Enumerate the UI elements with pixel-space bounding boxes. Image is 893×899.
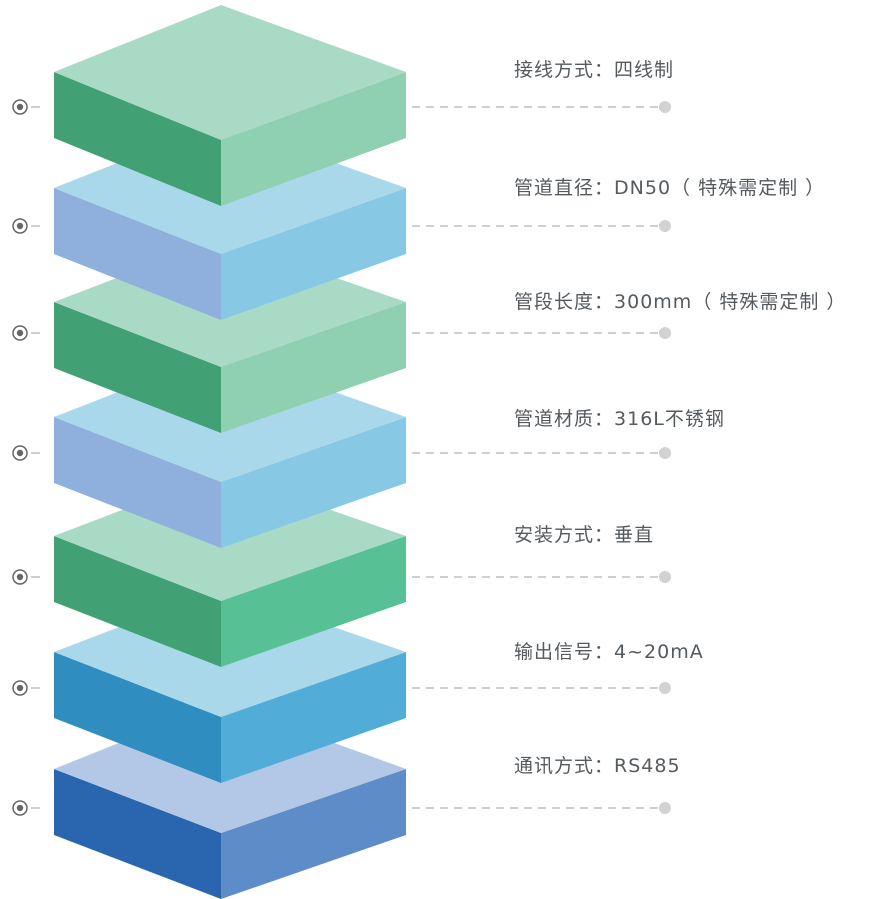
spec-value: 4~20mA	[614, 641, 704, 663]
spec-value: 四线制	[614, 59, 675, 81]
spec-value: 316L不锈钢	[614, 408, 725, 430]
spec-key: 通讯方式	[514, 755, 595, 777]
layer-left-face	[54, 72, 221, 206]
spec-value: 300mm（ 特殊需定制 ）	[614, 291, 847, 313]
spec-row-5	[12, 569, 671, 585]
spec-value: DN50（ 特殊需定制 ）	[614, 177, 826, 199]
target-icon	[12, 680, 28, 696]
spec-key: 接线方式	[514, 59, 595, 81]
spec-row-2	[12, 218, 671, 234]
target-icon	[12, 218, 28, 234]
connector-end-dot	[659, 682, 671, 694]
spec-separator: ：	[594, 524, 615, 546]
layer-left-face	[54, 302, 221, 433]
layer-top-face	[54, 5, 406, 140]
spec-row-6	[12, 680, 671, 696]
spec-value: RS485	[614, 755, 681, 777]
layer-left-face	[54, 769, 221, 899]
layer-left-face	[54, 652, 221, 783]
spec-row-1	[12, 99, 671, 115]
spec-separator: ：	[594, 291, 615, 313]
spec-key: 输出信号	[514, 641, 595, 663]
layer-left-face	[54, 536, 221, 667]
layer-right-face	[221, 302, 406, 433]
layer-right-face	[221, 769, 406, 899]
spec-row-3	[12, 325, 671, 341]
spec-separator: ：	[594, 641, 615, 663]
spec-label: 管道直径：DN50（ 特殊需定制 ）	[514, 176, 825, 200]
layer-left-face	[54, 188, 221, 320]
spec-label: 通讯方式：RS485	[514, 754, 681, 778]
spec-label: 管段长度：300mm（ 特殊需定制 ）	[514, 290, 846, 314]
layer-right-face	[221, 536, 406, 667]
spec-key: 管道直径	[514, 177, 595, 199]
spec-label: 安装方式：垂直	[514, 523, 654, 547]
spec-label: 管道材质：316L不锈钢	[514, 407, 725, 431]
spec-separator: ：	[594, 59, 615, 81]
target-icon	[12, 569, 28, 585]
target-icon	[12, 445, 28, 461]
layer-right-face	[221, 188, 406, 320]
connector-end-dot	[659, 447, 671, 459]
layer-1	[54, 5, 406, 206]
connector-end-dot	[659, 802, 671, 814]
connector-end-dot	[659, 327, 671, 339]
spec-key: 安装方式	[514, 524, 595, 546]
spec-row-7	[12, 800, 671, 816]
layer-right-face	[221, 72, 406, 206]
spec-label: 输出信号：4~20mA	[514, 640, 704, 664]
connector-end-dot	[659, 220, 671, 232]
spec-separator: ：	[594, 755, 615, 777]
layer-right-face	[221, 652, 406, 783]
target-icon	[12, 325, 28, 341]
connector-end-dot	[659, 101, 671, 113]
layer-left-face	[54, 417, 221, 548]
spec-key: 管段长度	[514, 291, 595, 313]
connector-end-dot	[659, 571, 671, 583]
spec-row-4	[12, 445, 671, 461]
target-icon	[12, 800, 28, 816]
spec-label: 接线方式：四线制	[514, 58, 674, 82]
target-icon	[12, 99, 28, 115]
spec-separator: ：	[594, 408, 615, 430]
spec-separator: ：	[594, 177, 615, 199]
spec-value: 垂直	[614, 524, 655, 546]
spec-key: 管道材质	[514, 408, 595, 430]
layer-right-face	[221, 417, 406, 548]
